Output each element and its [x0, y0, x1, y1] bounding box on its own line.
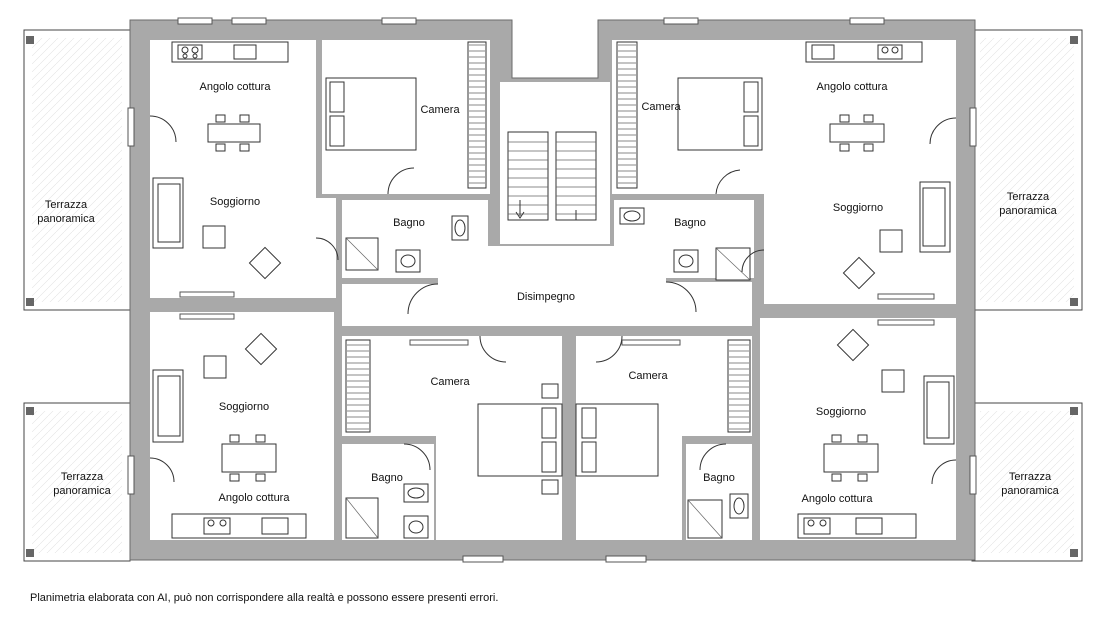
bath-label-tl: Bagno: [393, 217, 425, 229]
bath-label-br: Bagno: [703, 472, 735, 484]
bedroom-label-tl: Camera: [420, 104, 460, 116]
bath-label-tr: Bagno: [674, 217, 706, 229]
bedroom-label-tr: Camera: [641, 101, 681, 113]
living-label-br: Soggiorno: [816, 406, 866, 418]
bedroom-label-br: Camera: [628, 370, 668, 382]
doors: [149, 115, 957, 485]
bedroom-label-bl: Camera: [430, 376, 470, 388]
kitchen-label-tr: Angolo cottura: [817, 81, 889, 93]
terrace-bottom-right: [971, 402, 1083, 562]
kitchen-label-tl: Angolo cottura: [200, 81, 272, 93]
living-label-tr: Soggiorno: [833, 202, 883, 214]
living-label-bl: Soggiorno: [219, 401, 269, 413]
beds: [325, 77, 763, 495]
hallway-label: Disimpegno: [517, 291, 575, 303]
bath-label-bl: Bagno: [371, 472, 403, 484]
living-label-tl: Soggiorno: [210, 196, 260, 208]
terrace-top-right: [971, 29, 1083, 311]
terrace-bottom-left: [23, 402, 131, 562]
terrace-top-left: [23, 29, 131, 311]
staircase: [507, 131, 597, 221]
kitchen-label-br: Angolo cottura: [802, 493, 874, 505]
kitchen-label-bl: Angolo cottura: [219, 492, 291, 504]
disclaimer-text: Planimetria elaborata con AI, può non co…: [30, 592, 499, 604]
kitchen-counters: [171, 41, 923, 539]
closets: [345, 41, 751, 433]
dining-tables: [207, 114, 885, 482]
windows: [127, 17, 977, 563]
bathroom-fixtures: [345, 207, 751, 539]
sofas: [152, 177, 955, 445]
